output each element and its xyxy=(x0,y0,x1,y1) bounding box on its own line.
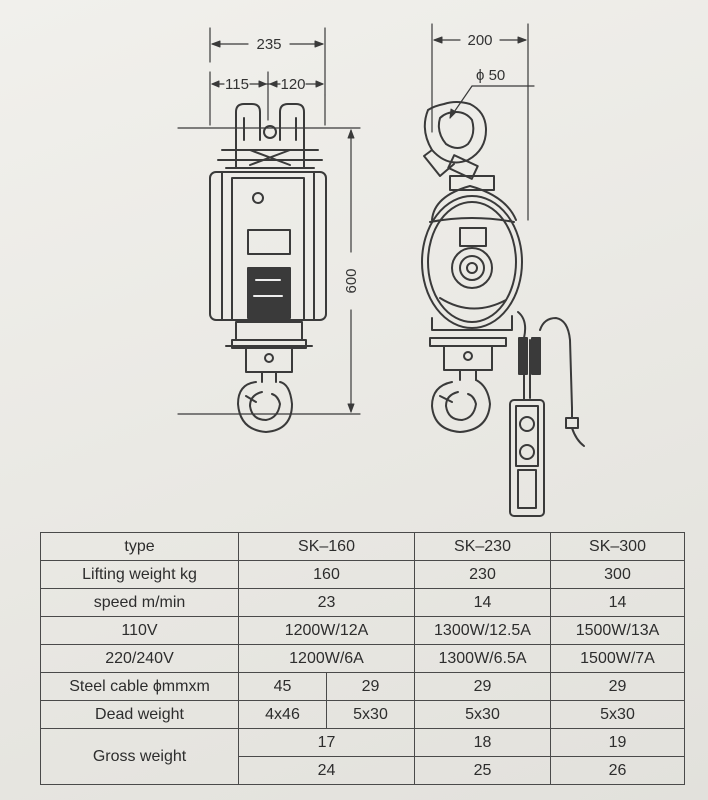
row-label-speed: speed m/min xyxy=(40,588,239,617)
table-cell: 1300W/12.5A xyxy=(414,616,551,645)
specifications-table: type SK–160 SK–230 SK–300 Lifting weight… xyxy=(40,532,685,785)
table-cell: 5x30 xyxy=(326,700,415,729)
model-sk300: SK–300 xyxy=(550,532,685,561)
dim-front-right: 120 xyxy=(280,76,305,93)
table-cell: 24 xyxy=(238,756,415,785)
table-cell: 14 xyxy=(550,588,685,617)
hoist-technical-drawing: 235 115 120 600 200 ϕ 50 xyxy=(177,23,585,517)
model-sk230: SK–230 xyxy=(414,532,551,561)
table-cell: 14 xyxy=(414,588,551,617)
model-sk160: SK–160 xyxy=(238,532,415,561)
table-cell: 29 xyxy=(414,672,551,701)
table-row: 24 25 26 xyxy=(41,756,685,785)
table-cell: 29 xyxy=(326,672,415,701)
table-cell: 29 xyxy=(550,672,685,701)
table-cell: 1500W/7A xyxy=(550,644,685,673)
table-cell: 5x30 xyxy=(550,700,685,729)
table-cell: 1300W/6.5A xyxy=(414,644,551,673)
table-cell: 160 xyxy=(238,560,415,589)
side-view xyxy=(421,23,585,517)
table-cell: 4x46 xyxy=(238,700,327,729)
table-cell: 1200W/6A xyxy=(238,644,415,673)
table-row: speed m/min 23 14 14 xyxy=(40,588,685,617)
table-cell: 17 xyxy=(238,728,415,757)
dim-front-height: 600 xyxy=(343,268,360,293)
table-row: Steel cable ϕmmxm 45 29 29 29 xyxy=(40,672,685,701)
table-row: 220/240V 1200W/6A 1300W/6.5A 1500W/7A xyxy=(40,644,685,673)
dim-hook-diameter: ϕ 50 xyxy=(476,67,505,84)
table-cell: 19 xyxy=(550,728,685,757)
table-cell: 25 xyxy=(414,756,551,785)
row-label-dead-weight: Dead weight xyxy=(40,700,239,729)
table-cell: 230 xyxy=(414,560,551,589)
row-label-220v: 220/240V xyxy=(40,644,239,673)
table-row: Gross weight 17 18 19 xyxy=(40,728,685,785)
row-label-type: type xyxy=(40,532,239,561)
row-label-steel-cable: Steel cable ϕmmxm xyxy=(40,672,239,701)
row-label-lifting-weight: Lifting weight kg xyxy=(40,560,239,589)
table-cell: 5x30 xyxy=(414,700,551,729)
table-cell: 23 xyxy=(238,588,415,617)
table-row: Lifting weight kg 160 230 300 xyxy=(40,560,685,589)
front-view xyxy=(177,27,361,433)
table-cell: 26 xyxy=(550,756,685,785)
table-cell: 1500W/13A xyxy=(550,616,685,645)
table-cell: 18 xyxy=(414,728,551,757)
table-row: 110V 1200W/12A 1300W/12.5A 1500W/13A xyxy=(40,616,685,645)
dim-side-width: 200 xyxy=(467,32,492,49)
row-label-gross-weight: Gross weight xyxy=(40,728,239,785)
table-cell: 45 xyxy=(238,672,327,701)
row-label-110v: 110V xyxy=(40,616,239,645)
table-cell: 300 xyxy=(550,560,685,589)
dim-front-width: 235 xyxy=(256,36,281,53)
table-cell: 1200W/12A xyxy=(238,616,415,645)
table-row: type SK–160 SK–230 SK–300 xyxy=(40,532,685,561)
dim-front-left: 115 xyxy=(225,76,249,93)
table-row: Dead weight 4x46 5x30 5x30 5x30 xyxy=(40,700,685,729)
